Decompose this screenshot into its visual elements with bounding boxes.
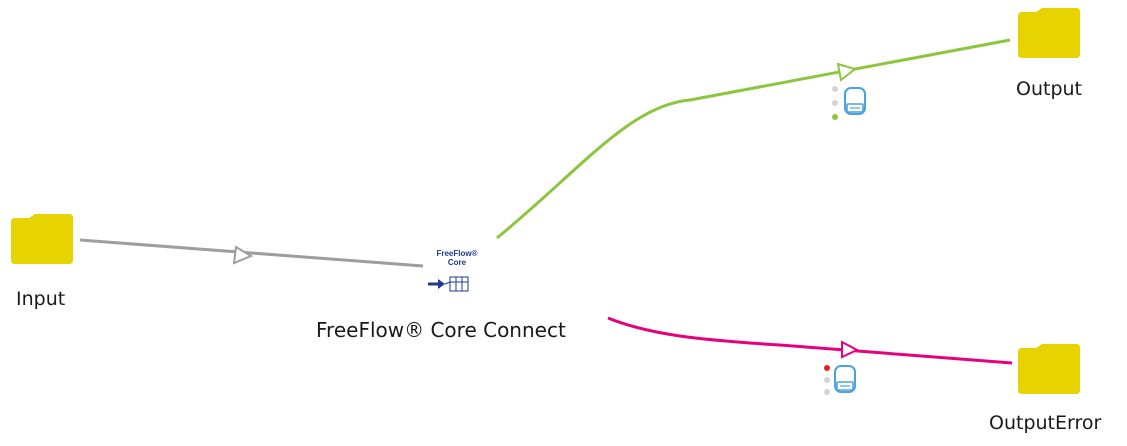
node-label-input: Input — [16, 288, 66, 310]
connection-service-to-output[interactable] — [496, 38, 1011, 240]
folder-icon[interactable] — [1018, 344, 1080, 394]
scanner-icon — [834, 365, 856, 393]
freeflow-core-connect-icon[interactable] — [428, 276, 469, 292]
flow-arrow-icon — [836, 62, 858, 82]
flow-arrow-icon — [841, 340, 860, 359]
service-badge-line1: FreeFlow® — [436, 249, 478, 258]
route-icon-error[interactable] — [824, 365, 856, 395]
node-label-output: Output — [1016, 78, 1082, 100]
folder-icon[interactable] — [1018, 8, 1080, 58]
connection-service-to-output-error[interactable] — [607, 316, 1013, 365]
scanner-icon — [844, 87, 866, 115]
route-icon-success[interactable] — [832, 86, 866, 120]
folder-icon[interactable] — [11, 214, 73, 264]
node-label-output-error: OutputError — [989, 412, 1102, 434]
flow-arrow-icon — [232, 245, 254, 265]
service-badge: FreeFlow® Core — [422, 249, 492, 267]
service-badge-line2: Core — [447, 258, 467, 267]
connection-input-to-service[interactable] — [79, 238, 424, 268]
node-label-service: FreeFlow® Core Connect — [316, 318, 566, 342]
